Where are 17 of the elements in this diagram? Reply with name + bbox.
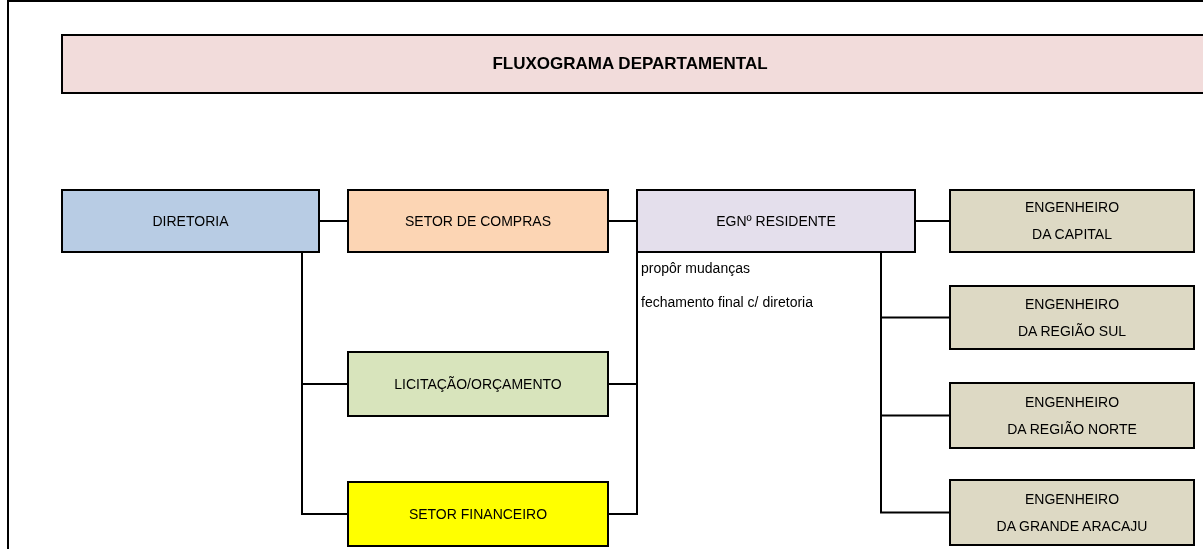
connector-line: [608, 220, 637, 222]
department-box: ENGENHEIRO DA REGIÃO SUL: [949, 285, 1195, 350]
connector-line: [880, 252, 950, 514]
department-box: EGNº RESIDENTE: [636, 189, 916, 253]
connector-line: [915, 220, 950, 222]
department-box: SETOR FINANCEIRO: [347, 481, 609, 547]
connector-line: [319, 220, 348, 222]
department-box: DIRETORIA: [61, 189, 320, 253]
connector-line: [301, 252, 348, 515]
title-banner: FLUXOGRAMA DEPARTAMENTAL: [61, 34, 1203, 94]
department-box: ENGENHEIRO DA GRANDE ARACAJU: [949, 479, 1195, 546]
department-box: SETOR DE COMPRAS: [347, 189, 609, 253]
note-text: propôr mudanças: [641, 259, 750, 279]
connector-line: [608, 252, 638, 515]
department-box: LICITAÇÃO/ORÇAMENTO: [347, 351, 609, 417]
department-box: ENGENHEIRO DA REGIÃO NORTE: [949, 382, 1195, 449]
department-box: ENGENHEIRO DA CAPITAL: [949, 189, 1195, 253]
